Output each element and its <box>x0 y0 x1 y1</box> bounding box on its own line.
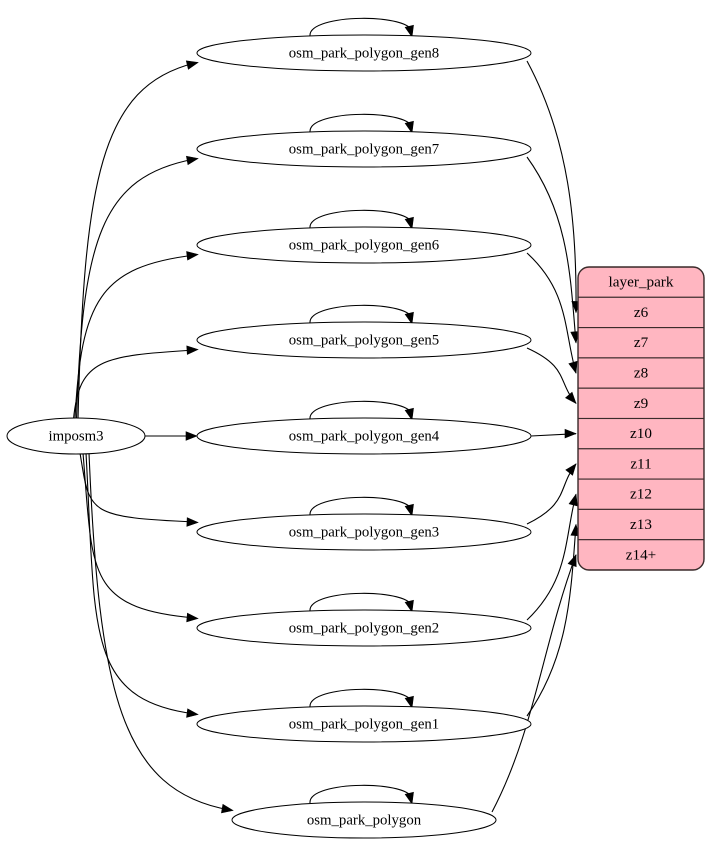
edge-arrowhead-gen5 <box>186 345 199 355</box>
edge-arrowhead-gen3 <box>186 517 199 527</box>
node-gen7-label: osm_park_polygon_gen7 <box>289 141 439 157</box>
edge-gen7-to-z7 <box>526 156 577 343</box>
edge-gen3-to-z11 <box>526 463 577 525</box>
self-loop-gen1 <box>309 688 413 708</box>
edge-arrowhead-base-table <box>567 554 577 568</box>
node-gen5-label: osm_park_polygon_gen5 <box>289 332 439 348</box>
self-loop-arrowhead-gen4 <box>404 407 414 421</box>
edge-gen1-to-z13 <box>526 524 577 717</box>
node-imposm3-shape[interactable] <box>6 417 146 455</box>
self-loop-base <box>309 784 413 804</box>
node-gen8-shape[interactable] <box>196 34 532 72</box>
node-gen2-label: osm_park_polygon_gen2 <box>289 620 439 636</box>
edge-arrowhead-gen4-table <box>564 428 577 439</box>
edge-gen2-to-z12 <box>526 494 577 621</box>
node-base-shape[interactable] <box>231 801 497 839</box>
self-loop-gen4 <box>309 400 413 420</box>
table-row-label: z8 <box>634 365 649 382</box>
table-row-z14plus[interactable] <box>578 539 704 570</box>
edge-imposm3-to-gen5 <box>72 349 196 420</box>
table-row-z9[interactable] <box>578 387 704 420</box>
edge-imposm3-to-gen6 <box>74 254 196 420</box>
edge-gen6-to-z8 <box>526 252 577 374</box>
node-gen5-shape[interactable] <box>196 321 532 359</box>
node-base-label: osm_park_polygon <box>307 812 422 828</box>
table-row-label: z9 <box>634 395 648 412</box>
edge-arrowhead-gen5-table <box>565 391 577 404</box>
edge-arrowhead-gen6-table <box>568 360 578 374</box>
self-loop-arrowhead-gen5 <box>404 311 414 325</box>
self-loop-gen7 <box>309 113 413 133</box>
self-loop-gen2 <box>309 592 413 612</box>
table-row-label: z6 <box>634 304 649 321</box>
self-loop-arrowhead-gen1 <box>404 695 414 709</box>
node-gen1-label: osm_park_polygon_gen1 <box>289 716 439 732</box>
table-row-z7[interactable] <box>578 327 704 359</box>
node-gen7-shape[interactable] <box>196 130 532 168</box>
table-header-label: layer_park <box>609 274 674 291</box>
node-imposm3-label: imposm3 <box>48 428 103 444</box>
self-loop-gen3 <box>309 496 413 516</box>
self-loop-gen8 <box>309 17 413 37</box>
table-row-label: z7 <box>634 334 649 351</box>
edge-imposm3-to-gen2 <box>82 452 196 619</box>
edges-layer <box>72 17 581 814</box>
self-loop-arrowhead-gen3 <box>404 503 414 517</box>
self-loop-arrowhead-gen2 <box>404 599 414 613</box>
node-gen8-label: osm_park_polygon_gen8 <box>289 45 439 61</box>
edge-imposm3-to-base <box>88 452 231 811</box>
table-body: layer_park z6 z7 z8 z9 z10 z11 z12 z13 z14+ <box>578 267 704 570</box>
table-row-label: z14+ <box>626 546 657 563</box>
edge-imposm3-to-gen1 <box>85 452 196 715</box>
table-row-label: z11 <box>630 455 651 472</box>
node-gen1-shape[interactable] <box>196 705 532 743</box>
node-gen6-shape[interactable] <box>196 226 532 264</box>
edge-arrowhead-gen6 <box>186 251 199 261</box>
table-row-label: z10 <box>630 425 652 442</box>
edge-arrowhead-gen2 <box>186 612 199 623</box>
table-row-z13[interactable] <box>578 508 704 541</box>
edge-arrowhead-gen3-table <box>565 463 577 476</box>
edge-arrowhead-gen1 <box>186 708 199 718</box>
edge-imposm3-to-gen3 <box>79 452 196 523</box>
node-gen3-label: osm_park_polygon_gen3 <box>289 524 439 540</box>
edge-arrowhead-base <box>221 803 234 814</box>
self-loop-arrowhead-base <box>404 791 414 805</box>
self-loop-arrowhead-gen6 <box>404 216 414 230</box>
table-row-label: z13 <box>630 516 652 533</box>
table-row-z12[interactable] <box>578 478 704 510</box>
edge-imposm3-to-gen8 <box>77 62 196 420</box>
edge-arrowhead-gen2-table <box>568 493 578 507</box>
self-loop-arrowhead-gen8 <box>404 24 414 38</box>
node-gen4-label: osm_park_polygon_gen4 <box>289 428 440 444</box>
self-loop-gen6 <box>309 209 413 229</box>
table-row-label: z12 <box>630 486 652 503</box>
edge-imposm3-to-gen7 <box>75 158 196 420</box>
edge-arrowhead-gen8 <box>185 60 199 70</box>
table-row-z8[interactable] <box>578 357 704 389</box>
nodes-layer: imposm3 osm_park_polygon_gen8 osm_park_pol… <box>6 34 532 839</box>
edge-arrowhead-gen4 <box>185 431 198 441</box>
edge-arrowhead-gen7 <box>186 155 199 166</box>
table-outline <box>577 266 705 571</box>
edge-base-to-z14+ <box>491 554 577 813</box>
node-gen2-shape[interactable] <box>196 609 532 647</box>
layer-park-table: layer_park z6 z7 z8 z9 z10 z11 z12 z13 z14+ <box>577 266 705 571</box>
node-gen6-label: osm_park_polygon_gen6 <box>289 237 439 253</box>
self-loop-arrowhead-gen7 <box>404 120 414 134</box>
node-gen3-shape[interactable] <box>196 513 532 551</box>
edge-gen8-to-z6 <box>526 60 577 313</box>
self-loop-gen5 <box>309 304 413 324</box>
node-gen4-shape[interactable] <box>196 417 532 455</box>
